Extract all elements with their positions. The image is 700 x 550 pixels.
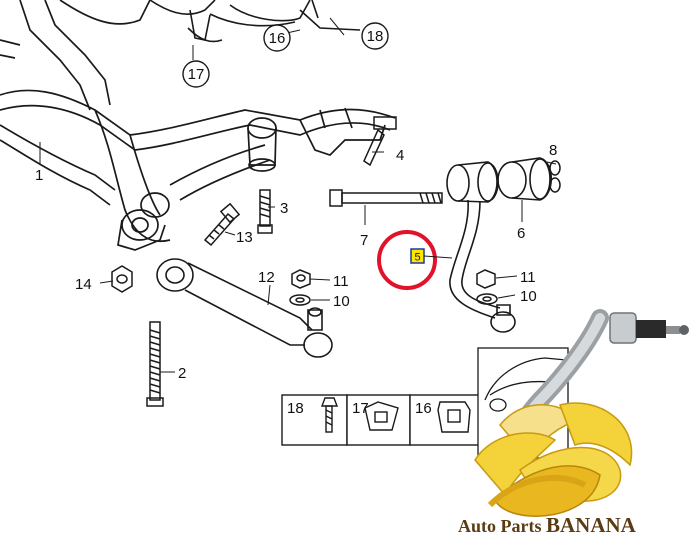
bolt-13 xyxy=(203,202,241,247)
callout-3: 3 xyxy=(280,200,288,217)
callout-1: 1 xyxy=(35,167,43,184)
thrust-arm xyxy=(446,161,516,333)
circled-callout-18: 18 xyxy=(361,22,389,50)
circled-callout-16: 16 xyxy=(263,24,291,52)
bolt-2 xyxy=(146,321,164,407)
brand-watermark: Auto Parts BANANA xyxy=(458,513,637,537)
callout-12: 12 xyxy=(258,269,275,286)
callout-16: 16 xyxy=(269,30,286,47)
bolt-3 xyxy=(257,189,273,234)
legend-panel xyxy=(281,394,481,446)
brand-prefix: Auto Parts xyxy=(458,516,546,536)
marker-label-5: 5 xyxy=(414,252,420,264)
callout-11-left: 11 xyxy=(333,273,349,290)
callout-8: 8 xyxy=(549,142,557,159)
legend-label-18: 18 xyxy=(287,400,304,417)
washer-10-left xyxy=(289,294,311,306)
callout-7: 7 xyxy=(360,232,368,249)
legend-label-16: 16 xyxy=(415,400,432,417)
car-thumbnail xyxy=(477,347,569,459)
circled-callout-17: 17 xyxy=(182,60,210,88)
callout-14: 14 xyxy=(75,276,92,293)
nut-11-right xyxy=(476,269,496,289)
callout-10-left: 10 xyxy=(333,293,350,310)
brand-name: BANANA xyxy=(546,513,637,537)
callout-2: 2 xyxy=(178,365,186,382)
callout-17: 17 xyxy=(188,66,205,83)
control-arm-12 xyxy=(156,258,333,358)
callout-11-right: 11 xyxy=(520,269,536,286)
callout-10-right: 10 xyxy=(520,288,537,305)
part-8 xyxy=(549,160,561,193)
nut-14 xyxy=(111,265,133,293)
bolt-7 xyxy=(329,189,443,207)
bolt-4 xyxy=(363,116,397,167)
top-bracket-assembly xyxy=(149,0,361,43)
banana-logo xyxy=(474,402,633,517)
callout-6: 6 xyxy=(517,225,525,242)
nut-11-left xyxy=(291,269,311,289)
callout-18: 18 xyxy=(367,28,384,45)
highlight-ring xyxy=(377,230,437,290)
bushing-6 xyxy=(497,157,552,201)
washer-10-right xyxy=(476,293,498,305)
callout-13: 13 xyxy=(236,229,253,246)
legend-label-17: 17 xyxy=(352,400,369,417)
subframe xyxy=(0,0,396,251)
callout-4: 4 xyxy=(396,147,404,164)
callout-leaders xyxy=(39,17,557,373)
